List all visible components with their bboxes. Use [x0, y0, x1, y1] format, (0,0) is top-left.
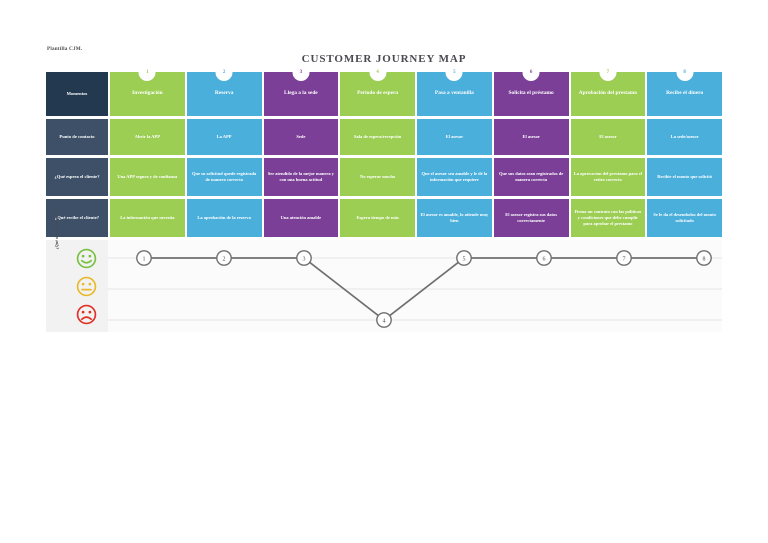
matrix-row-touchpoint: Punto de contacto Abrir la APP La APP Se… [46, 119, 722, 155]
page-title: CUSTOMER JOURNEY MAP [301, 53, 467, 65]
touchpoint-cell-4[interactable]: Sala de espera/recepción [340, 119, 415, 155]
emotion-chart: ¿Qué siente el cliente? [46, 211, 722, 332]
stage-badge-5: 5 [445, 64, 463, 81]
stage-badge-3: 3 [292, 64, 310, 81]
emotion-plot-area: 1 2 3 4 5 [108, 240, 722, 332]
moment-cell-7[interactable]: 7 Aprobación del prestamo [570, 64, 646, 116]
stage-badge-4: 4 [369, 64, 387, 81]
moment-cell-3[interactable]: 3 Llega a la sede [263, 64, 339, 116]
received-cell-3[interactable]: Una atención amable [263, 199, 339, 237]
stage-badge-8: 8 [676, 64, 694, 81]
emotion-point-label-4: 4 [383, 319, 386, 325]
emotion-point-label-2: 2 [223, 257, 226, 263]
moment-cell-5[interactable]: 5 Pasa a ventanilla [417, 64, 492, 116]
emotion-point-2[interactable]: 2 [216, 250, 232, 266]
emotion-point-8[interactable]: 8 [696, 250, 712, 266]
sad-face-icon [76, 304, 96, 324]
expectation-cell-6[interactable]: Que sus datos sean registrados de manera… [493, 158, 569, 196]
matrix-row-received: ¿Qué recibe el cliente? La información q… [46, 199, 722, 237]
touchpoint-cell-3[interactable]: Sede [263, 119, 339, 155]
emotion-face-scale [64, 240, 108, 332]
emotion-line-chart: 1 2 3 4 5 [108, 250, 722, 328]
stage-badge-1: 1 [138, 64, 156, 81]
expectation-cell-1[interactable]: Una APP segura y de confianza [110, 158, 185, 196]
emotion-point-7[interactable]: 7 [616, 250, 632, 266]
received-cell-6[interactable]: El asesor registra sus datos correctamen… [493, 199, 569, 237]
row-label-touchpoint: Punto de contacto [46, 119, 108, 155]
moment-cell-1[interactable]: 1 Investigación [110, 64, 185, 116]
emotion-point-label-5: 5 [463, 257, 466, 263]
touchpoint-cell-1[interactable]: Abrir la APP [110, 119, 185, 155]
received-cell-8[interactable]: Se le da el desembolso del monto solicit… [647, 199, 722, 237]
emotion-point-label-6: 6 [543, 257, 546, 263]
journey-matrix: Momentos 1 Investigación 2 Reserva 3 Lle… [46, 64, 722, 237]
moment-label-5: Pasa a ventanilla [434, 90, 474, 97]
happy-face-icon [76, 248, 96, 268]
moment-label-3: Llega a la sede [284, 90, 318, 97]
moment-label-2: Reserva [214, 90, 234, 97]
touchpoint-cell-5[interactable]: El asesor [417, 119, 492, 155]
expectation-cell-2[interactable]: Que su solicitud quede registrada de man… [186, 158, 262, 196]
emotion-point-3[interactable]: 3 [296, 250, 312, 266]
emotion-point-4[interactable]: 4 [376, 312, 392, 328]
received-cell-7[interactable]: Firma un contrato con las politicas y co… [570, 199, 646, 237]
matrix-row-moments: Momentos 1 Investigación 2 Reserva 3 Lle… [46, 64, 722, 116]
row-label-received: ¿Qué recibe el cliente? [46, 199, 108, 237]
moment-cell-2[interactable]: 2 Reserva [186, 64, 262, 116]
moment-label-7: Aprobación del prestamo [578, 90, 637, 97]
moment-cell-6[interactable]: 6 Solicita el préstamo [493, 64, 569, 116]
expectation-cell-5[interactable]: Que el asesor sea amable y le dé la info… [417, 158, 492, 196]
row-label-expectation: ¿Qué espera el cliente? [46, 158, 108, 196]
stage-badge-7: 7 [599, 64, 617, 81]
emotion-point-label-1: 1 [143, 257, 146, 263]
emotion-label-column: ¿Qué siente el cliente? [46, 211, 108, 332]
moment-label-1: Investigación [132, 90, 163, 97]
moment-label-6: Solicita el préstamo [508, 90, 554, 97]
emotion-point-label-7: 7 [623, 257, 626, 263]
moment-cell-8[interactable]: 8 Recibe el dinero [647, 64, 722, 116]
emotion-point-label-3: 3 [303, 257, 306, 263]
template-label: Plantilla CJM. [47, 46, 83, 52]
touchpoint-cell-8[interactable]: La sede/asesor [647, 119, 722, 155]
emotion-point-1[interactable]: 1 [136, 250, 152, 266]
stage-badge-6: 6 [522, 64, 540, 81]
moment-cell-4[interactable]: 4 Periodo de espera [340, 64, 415, 116]
moment-label-4: Periodo de espera [357, 90, 399, 97]
touchpoint-cell-2[interactable]: La APP [186, 119, 262, 155]
row-label-moments: Momentos [46, 72, 108, 116]
emotion-point-5[interactable]: 5 [456, 250, 472, 266]
neutral-face-icon [76, 276, 96, 296]
received-cell-4[interactable]: Espera tiempo de más [340, 199, 415, 237]
matrix-row-expectation: ¿Qué espera el cliente? Una APP segura y… [46, 158, 722, 196]
emotion-trend-line [144, 257, 704, 322]
touchpoint-cell-6[interactable]: El asesor [493, 119, 569, 155]
stage-badge-2: 2 [215, 64, 233, 81]
expectation-cell-7[interactable]: La aprovacion del prestamo para el retir… [570, 158, 646, 196]
emotion-axis-label: ¿Qué siente el cliente? [54, 210, 59, 250]
received-cell-2[interactable]: La aprobación de la reserva [186, 199, 262, 237]
received-cell-5[interactable]: El asesor es amable, lo atiende muy bien [417, 199, 492, 237]
received-cell-1[interactable]: La información que necesita [110, 199, 185, 237]
expectation-cell-8[interactable]: Recibir el monto que solicitó [647, 158, 722, 196]
touchpoint-cell-7[interactable]: El asesor [570, 119, 646, 155]
expectation-cell-3[interactable]: Ser atendido de la mejor manera y con un… [263, 158, 339, 196]
moment-label-8: Recibe el dinero [666, 90, 704, 97]
emotion-point-label-8: 8 [703, 257, 706, 263]
expectation-cell-4[interactable]: No esperar mucho [340, 158, 415, 196]
emotion-point-6[interactable]: 6 [536, 250, 552, 266]
